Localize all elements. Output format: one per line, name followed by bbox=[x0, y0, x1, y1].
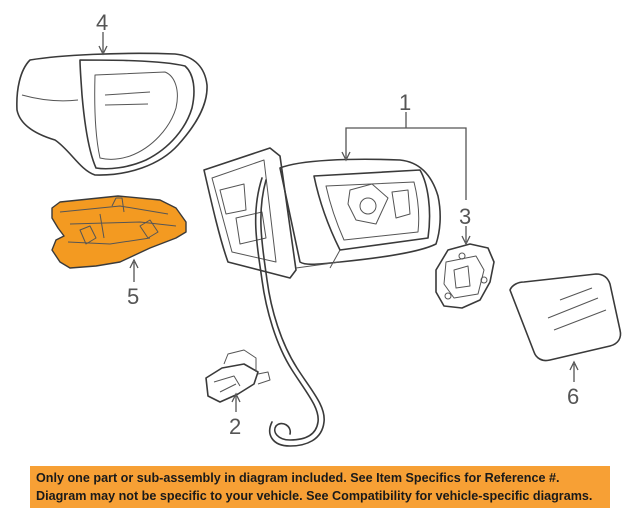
callout-4: 4 bbox=[96, 10, 108, 35]
callout-2: 2 bbox=[229, 414, 241, 439]
actuator-part-3 bbox=[435, 243, 495, 309]
notice-line-2: Diagram may not be specific to your vehi… bbox=[36, 489, 593, 503]
mirror-assembly-part-1 bbox=[203, 147, 441, 279]
callout-5: 5 bbox=[127, 284, 139, 309]
notice-banner-bg bbox=[30, 466, 610, 508]
leader-lines bbox=[98, 32, 579, 412]
connector-part-2 bbox=[205, 349, 271, 403]
wire-harness bbox=[254, 177, 325, 447]
mirror-cover-part-4 bbox=[16, 52, 208, 176]
callout-1: 1 bbox=[399, 90, 411, 115]
notice-line-1: Only one part or sub-assembly in diagram… bbox=[36, 471, 560, 485]
mirror-glass-part-6 bbox=[509, 273, 622, 362]
notice-banner: Only one part or sub-assembly in diagram… bbox=[30, 466, 610, 508]
callout-3: 3 bbox=[459, 204, 471, 229]
callout-6: 6 bbox=[567, 384, 579, 409]
mirror-housing-part-5 bbox=[51, 195, 187, 269]
